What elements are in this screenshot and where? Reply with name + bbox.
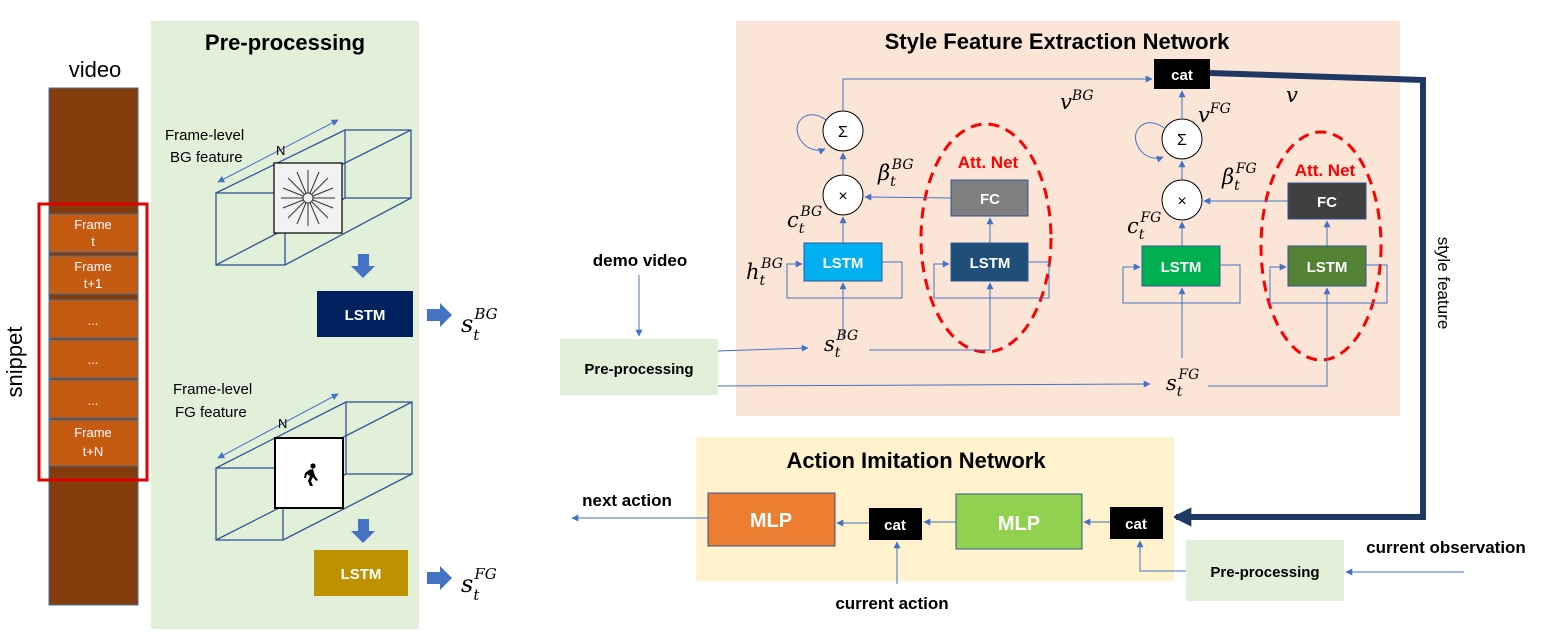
frame-item: Frame t+1 xyxy=(48,255,139,295)
fc-fg-label: FC xyxy=(1317,194,1337,211)
s-fg-label: stFG xyxy=(1166,367,1199,400)
style-feature-arrow xyxy=(1172,70,1426,527)
n-frames-arrow xyxy=(217,393,339,459)
frame-list: Frame t Frame t+1 ... ... ... Frame t+N xyxy=(48,213,139,467)
c-bg-label: ctBG xyxy=(787,204,822,237)
mul-bg-symbol: × xyxy=(838,188,847,205)
frame-item: Frame t xyxy=(48,213,139,253)
fc-bg-label: FC xyxy=(980,191,1000,208)
style-cat-box xyxy=(1154,59,1210,89)
att-net-fg-boundary xyxy=(1259,130,1383,362)
mlp-output-label: MLP xyxy=(750,510,792,532)
lstm-fg-attention-label: LSTM xyxy=(1307,259,1348,276)
next-action-label: next action xyxy=(582,491,672,510)
action-network-title: Action Imitation Network xyxy=(786,448,1046,473)
frame-label: Frame xyxy=(74,259,112,274)
sum-fg-symbol: Σ xyxy=(1177,132,1187,149)
demo-preprocessing-box xyxy=(560,339,718,395)
frame-label: ... xyxy=(88,393,99,408)
frame-index: t+1 xyxy=(84,276,102,291)
lstm-fg-attention xyxy=(1287,245,1367,287)
lstm-fg-encoder xyxy=(1141,245,1221,287)
lstm-fg-box xyxy=(314,550,408,596)
mlp-output-box xyxy=(707,492,836,547)
frame-index: t xyxy=(91,234,95,249)
v-bg-label: vBG xyxy=(1060,88,1094,114)
n-frames-arrow xyxy=(217,119,339,183)
lstm-fg-label: LSTM xyxy=(341,566,382,583)
frame-item: ... xyxy=(48,339,139,379)
beta-fg-label: βtFG xyxy=(1221,161,1257,194)
frame-label: ... xyxy=(88,313,99,328)
att-net-bg-label: Att. Net xyxy=(958,153,1019,172)
observation-preprocessing-label: Pre-processing xyxy=(1210,564,1319,581)
sum-bg-symbol: Σ xyxy=(838,124,848,141)
action-cat-right-label: cat xyxy=(1125,516,1147,533)
action-cat-left-box xyxy=(869,508,922,540)
demo-preprocessing-outputs xyxy=(717,344,1151,388)
current-action-label: current action xyxy=(835,594,948,613)
lstm-bg-label: LSTM xyxy=(345,307,386,324)
running-person-icon xyxy=(304,463,318,486)
c-fg-label: ctFG xyxy=(1127,210,1161,243)
right-arrow-icon xyxy=(427,566,452,590)
video-label: video xyxy=(69,57,122,82)
frame-item: ... xyxy=(48,299,139,339)
mul-fg-symbol: × xyxy=(1177,193,1186,210)
mlp-hidden-box xyxy=(955,493,1083,550)
att-net-bg-boundary xyxy=(919,122,1053,354)
h-bg-label: htBG xyxy=(746,256,783,289)
frame-item: Frame t+N xyxy=(48,419,139,467)
demo-video-label: demo video xyxy=(593,251,687,270)
style-cat-label: cat xyxy=(1171,67,1193,84)
frame-label: Frame xyxy=(74,425,112,440)
s-bg-output: stBG xyxy=(461,305,498,344)
frame-item: ... xyxy=(48,379,139,419)
style-network-title: Style Feature Extraction Network xyxy=(885,29,1231,54)
s-bg-label: stBG xyxy=(824,328,858,361)
n-label: N xyxy=(278,416,287,431)
fc-bg-box xyxy=(950,179,1029,217)
frame-label: Frame xyxy=(74,217,112,232)
fg-feature-label: FG feature xyxy=(175,404,247,421)
snippet-highlight xyxy=(37,202,149,482)
mlp-hidden-label: MLP xyxy=(998,513,1040,535)
action-cat-left-label: cat xyxy=(884,517,906,534)
bg-feature-label: BG feature xyxy=(170,149,243,166)
s-fg-output: stFG xyxy=(461,565,497,604)
frame-index: t+N xyxy=(83,444,104,459)
action-network-connections xyxy=(571,514,1464,584)
lstm-bg-box xyxy=(317,291,413,337)
v-label: v xyxy=(1286,83,1298,107)
down-arrow-icon xyxy=(351,254,375,278)
preprocessing-title: Pre-processing xyxy=(205,30,365,55)
snippet-label: snippet xyxy=(2,327,27,398)
style-network-connections xyxy=(786,75,1388,387)
v-fg-label: vFG xyxy=(1198,101,1231,127)
lstm-fg-encoder-label: LSTM xyxy=(1161,259,1202,276)
action-cat-right-box xyxy=(1110,507,1163,539)
fg-feature-label: Frame-level xyxy=(173,381,252,398)
fc-fg-box xyxy=(1287,182,1367,220)
right-arrow-icon xyxy=(427,303,452,327)
att-net-fg-label: Att. Net xyxy=(1295,161,1356,180)
lstm-bg-attention-label: LSTM xyxy=(970,255,1011,272)
demo-preprocessing-label: Pre-processing xyxy=(584,361,693,378)
down-arrow-icon xyxy=(351,519,375,543)
bg-feature-label: Frame-level xyxy=(165,127,244,144)
current-observation-label: current observation xyxy=(1366,538,1526,557)
lstm-bg-encoder-label: LSTM xyxy=(823,255,864,272)
radial-burst-icon xyxy=(281,170,335,226)
n-label: N xyxy=(276,143,285,158)
style-feature-label: style feature xyxy=(1434,237,1453,330)
observation-preprocessing-box xyxy=(1186,540,1344,601)
frame-label: ... xyxy=(88,352,99,367)
beta-bg-label: βtBG xyxy=(877,157,914,190)
